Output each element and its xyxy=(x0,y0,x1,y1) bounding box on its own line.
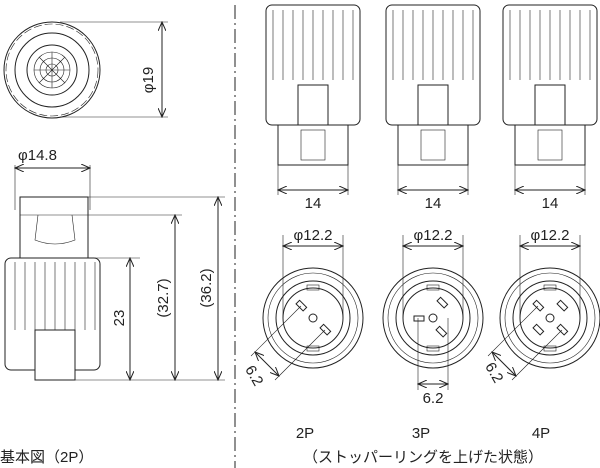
dim-body-length: 23 xyxy=(111,310,128,327)
dim-side-width-2p: 14 xyxy=(305,195,322,212)
pin xyxy=(413,315,425,322)
dim-pin-spacing-3p: 6.2 xyxy=(423,390,444,407)
pin xyxy=(435,325,448,338)
dim-length-total: (36.2) xyxy=(198,268,215,307)
dim-side-width-3p: 14 xyxy=(425,195,442,212)
top-view xyxy=(3,22,168,119)
side-view-2p xyxy=(265,4,361,195)
dim-side-width-4p: 14 xyxy=(542,195,559,212)
label-2p: 2P xyxy=(296,425,314,442)
pin xyxy=(532,323,545,336)
side-view-3p xyxy=(385,4,481,195)
side-view-4p xyxy=(502,4,598,195)
label-3p: 3P xyxy=(412,425,430,442)
dim-length-mid: (32.7) xyxy=(155,278,172,317)
caption-basic: 基本図（2P） xyxy=(0,449,93,466)
pin xyxy=(556,299,569,312)
dim-body-diameter: φ14.8 xyxy=(18,147,57,164)
front-view-3p xyxy=(382,235,484,390)
dim-top-diameter: φ19 xyxy=(140,67,157,93)
caption-state: （ストッパーリングを上げた状態） xyxy=(303,449,543,466)
pin xyxy=(436,296,449,309)
label-4p: 4P xyxy=(532,425,550,442)
dim-front-diameter-3p: φ12.2 xyxy=(414,227,453,244)
dim-pin-spacing-4p: 6.2 xyxy=(481,359,506,386)
front-view-4p xyxy=(487,235,600,381)
dim-front-diameter-2p: φ12.2 xyxy=(294,227,333,244)
dim-front-diameter-4p: φ12.2 xyxy=(531,227,570,244)
front-view-2p xyxy=(250,235,364,381)
side-view-basic: φ14.8 xyxy=(4,147,225,380)
dim-pin-spacing-2p: 6.2 xyxy=(241,362,266,389)
